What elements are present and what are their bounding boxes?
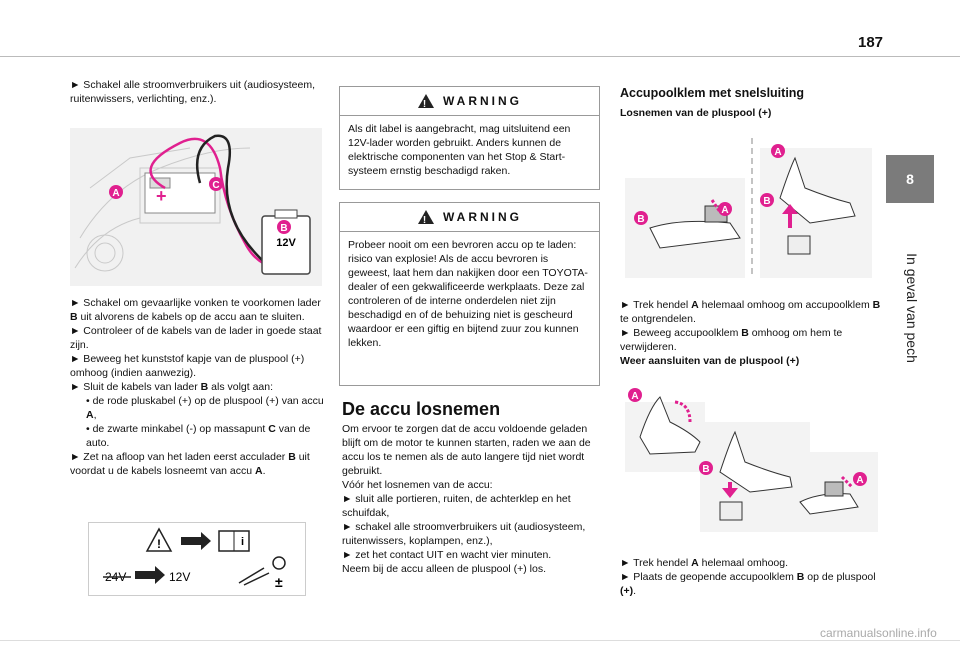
disconnect-diagram: B A A B [625, 138, 872, 278]
label-b1: B [637, 214, 644, 225]
chapter-title: In geval van pech [904, 253, 920, 363]
label-12v-2: 12V [169, 570, 190, 584]
reconnect-figure: A B A [620, 382, 878, 542]
charger-diagram: A C + 12V B [70, 128, 322, 286]
sub-step-2: • de zwarte minkabel (-) op massapunt C … [86, 423, 311, 449]
instruction-3: ► Controleer of de kabels van de lader i… [70, 325, 322, 351]
page-number: 187 [858, 34, 884, 51]
svg-text:!: ! [423, 99, 429, 109]
label-b3: B [702, 464, 709, 475]
subsection-heading: Accupoolklem met snelsluiting [620, 86, 805, 100]
svg-text:i: i [241, 536, 244, 548]
paragraph-1: Om ervoor te zorgen dat de accu voldoend… [342, 423, 591, 477]
watermark[interactable]: carmanualsonline.info [820, 626, 937, 640]
instruction-1: ► Schakel alle stroomverbruikers uit (au… [70, 79, 315, 105]
paragraph-2: Vóór het losnemen van de accu: [342, 479, 493, 491]
warning-icon: ! [418, 210, 434, 225]
clamp-icon [238, 567, 270, 586]
warning-header-1: ! WARNING [340, 87, 599, 116]
plus-symbol: + [156, 186, 167, 206]
step-4: ► Plaats de geopende accupoolklem B op d… [620, 571, 876, 597]
warning-text-1: Als dit label is aangebracht, mag uitslu… [348, 123, 571, 177]
disconnect-figure: B A A B [620, 128, 872, 288]
paragraph-3: Neem bij de accu alleen de pluspool (+) … [342, 563, 546, 575]
warning-triangle-icon [145, 527, 173, 552]
column-1: ► Schakel alle stroomverbruikers uit (au… [70, 78, 328, 106]
column-1-steps: ► Schakel om gevaarlijke vonken te voork… [70, 296, 328, 478]
warning-icon: ! [418, 94, 434, 109]
label-b: B [280, 223, 287, 234]
label-12v: 12V [276, 237, 296, 249]
label-a: A [112, 188, 119, 199]
arrow-right-icon [181, 532, 211, 550]
label-a1: A [721, 205, 728, 216]
step-2: ► Beweeg accupoolklem B omhoog om hem te… [620, 327, 843, 353]
step-1: ► Trek hendel A helemaal omhoog om accup… [620, 299, 881, 325]
instruction-b: ► schakel alle stroomverbruikers uit (au… [342, 521, 586, 547]
warning-header-2: ! WARNING [340, 203, 599, 232]
sub-step-1: • de rode pluskabel (+) op de pluspool (… [86, 395, 324, 421]
column-3-steps-2: ► Trek hendel A helemaal omhoog. ► Plaat… [620, 556, 882, 598]
label-figure: ! i 24V 12V ± [88, 522, 306, 596]
label-diagram: ! i 24V 12V ± [103, 527, 286, 590]
label-c: C [212, 180, 219, 191]
arrow-right-icon-2 [135, 566, 165, 584]
sub-heading-2: Weer aansluiten van de pluspool (+) [620, 355, 800, 367]
warning-box-1: ! WARNING Als dit label is aangebracht, … [339, 86, 600, 190]
column-3-steps-1: ► Trek hendel A helemaal omhoog om accup… [620, 298, 882, 368]
instruction-a: ► sluit alle portieren, ruiten, de achte… [342, 493, 571, 519]
column-2-section: De accu losnemen Om ervoor te zorgen dat… [342, 399, 604, 576]
svg-text:±: ± [275, 574, 283, 590]
step-3: ► Trek hendel A helemaal omhoog. [620, 557, 789, 569]
label-a4: A [856, 475, 863, 486]
reconnect-diagram: A B A [625, 388, 878, 532]
chapter-tab[interactable]: 8 [886, 155, 934, 203]
svg-text:!: ! [157, 537, 161, 551]
sub-heading-1: Losnemen van de pluspool (+) [620, 107, 772, 119]
svg-text:!: ! [423, 215, 429, 225]
instruction-6: ► Zet na afloop van het laden eerst accu… [70, 451, 310, 477]
label-a2: A [774, 147, 781, 158]
charger-figure: A C + 12V B [70, 128, 322, 286]
header-rule [0, 56, 960, 57]
warning-text-2: Probeer nooit om een bevroren accu op te… [348, 239, 588, 349]
instruction-c: ► zet het contact UIT en wacht vier minu… [342, 549, 552, 561]
label-a3: A [631, 391, 638, 402]
footer-rule [0, 640, 960, 641]
instruction-5: ► Sluit de kabels van lader B als volgt … [70, 381, 274, 393]
instruction-4: ► Beweeg het kunststof kapje van de plus… [70, 353, 305, 379]
instruction-2: ► Schakel om gevaarlijke vonken te voork… [70, 297, 321, 323]
column-3-header: Accupoolklem met snelsluiting Losnemen v… [620, 86, 882, 120]
section-heading: De accu losnemen [342, 399, 501, 419]
warning-box-2: ! WARNING Probeer nooit om een bevroren … [339, 202, 600, 386]
label-b2: B [763, 196, 770, 207]
